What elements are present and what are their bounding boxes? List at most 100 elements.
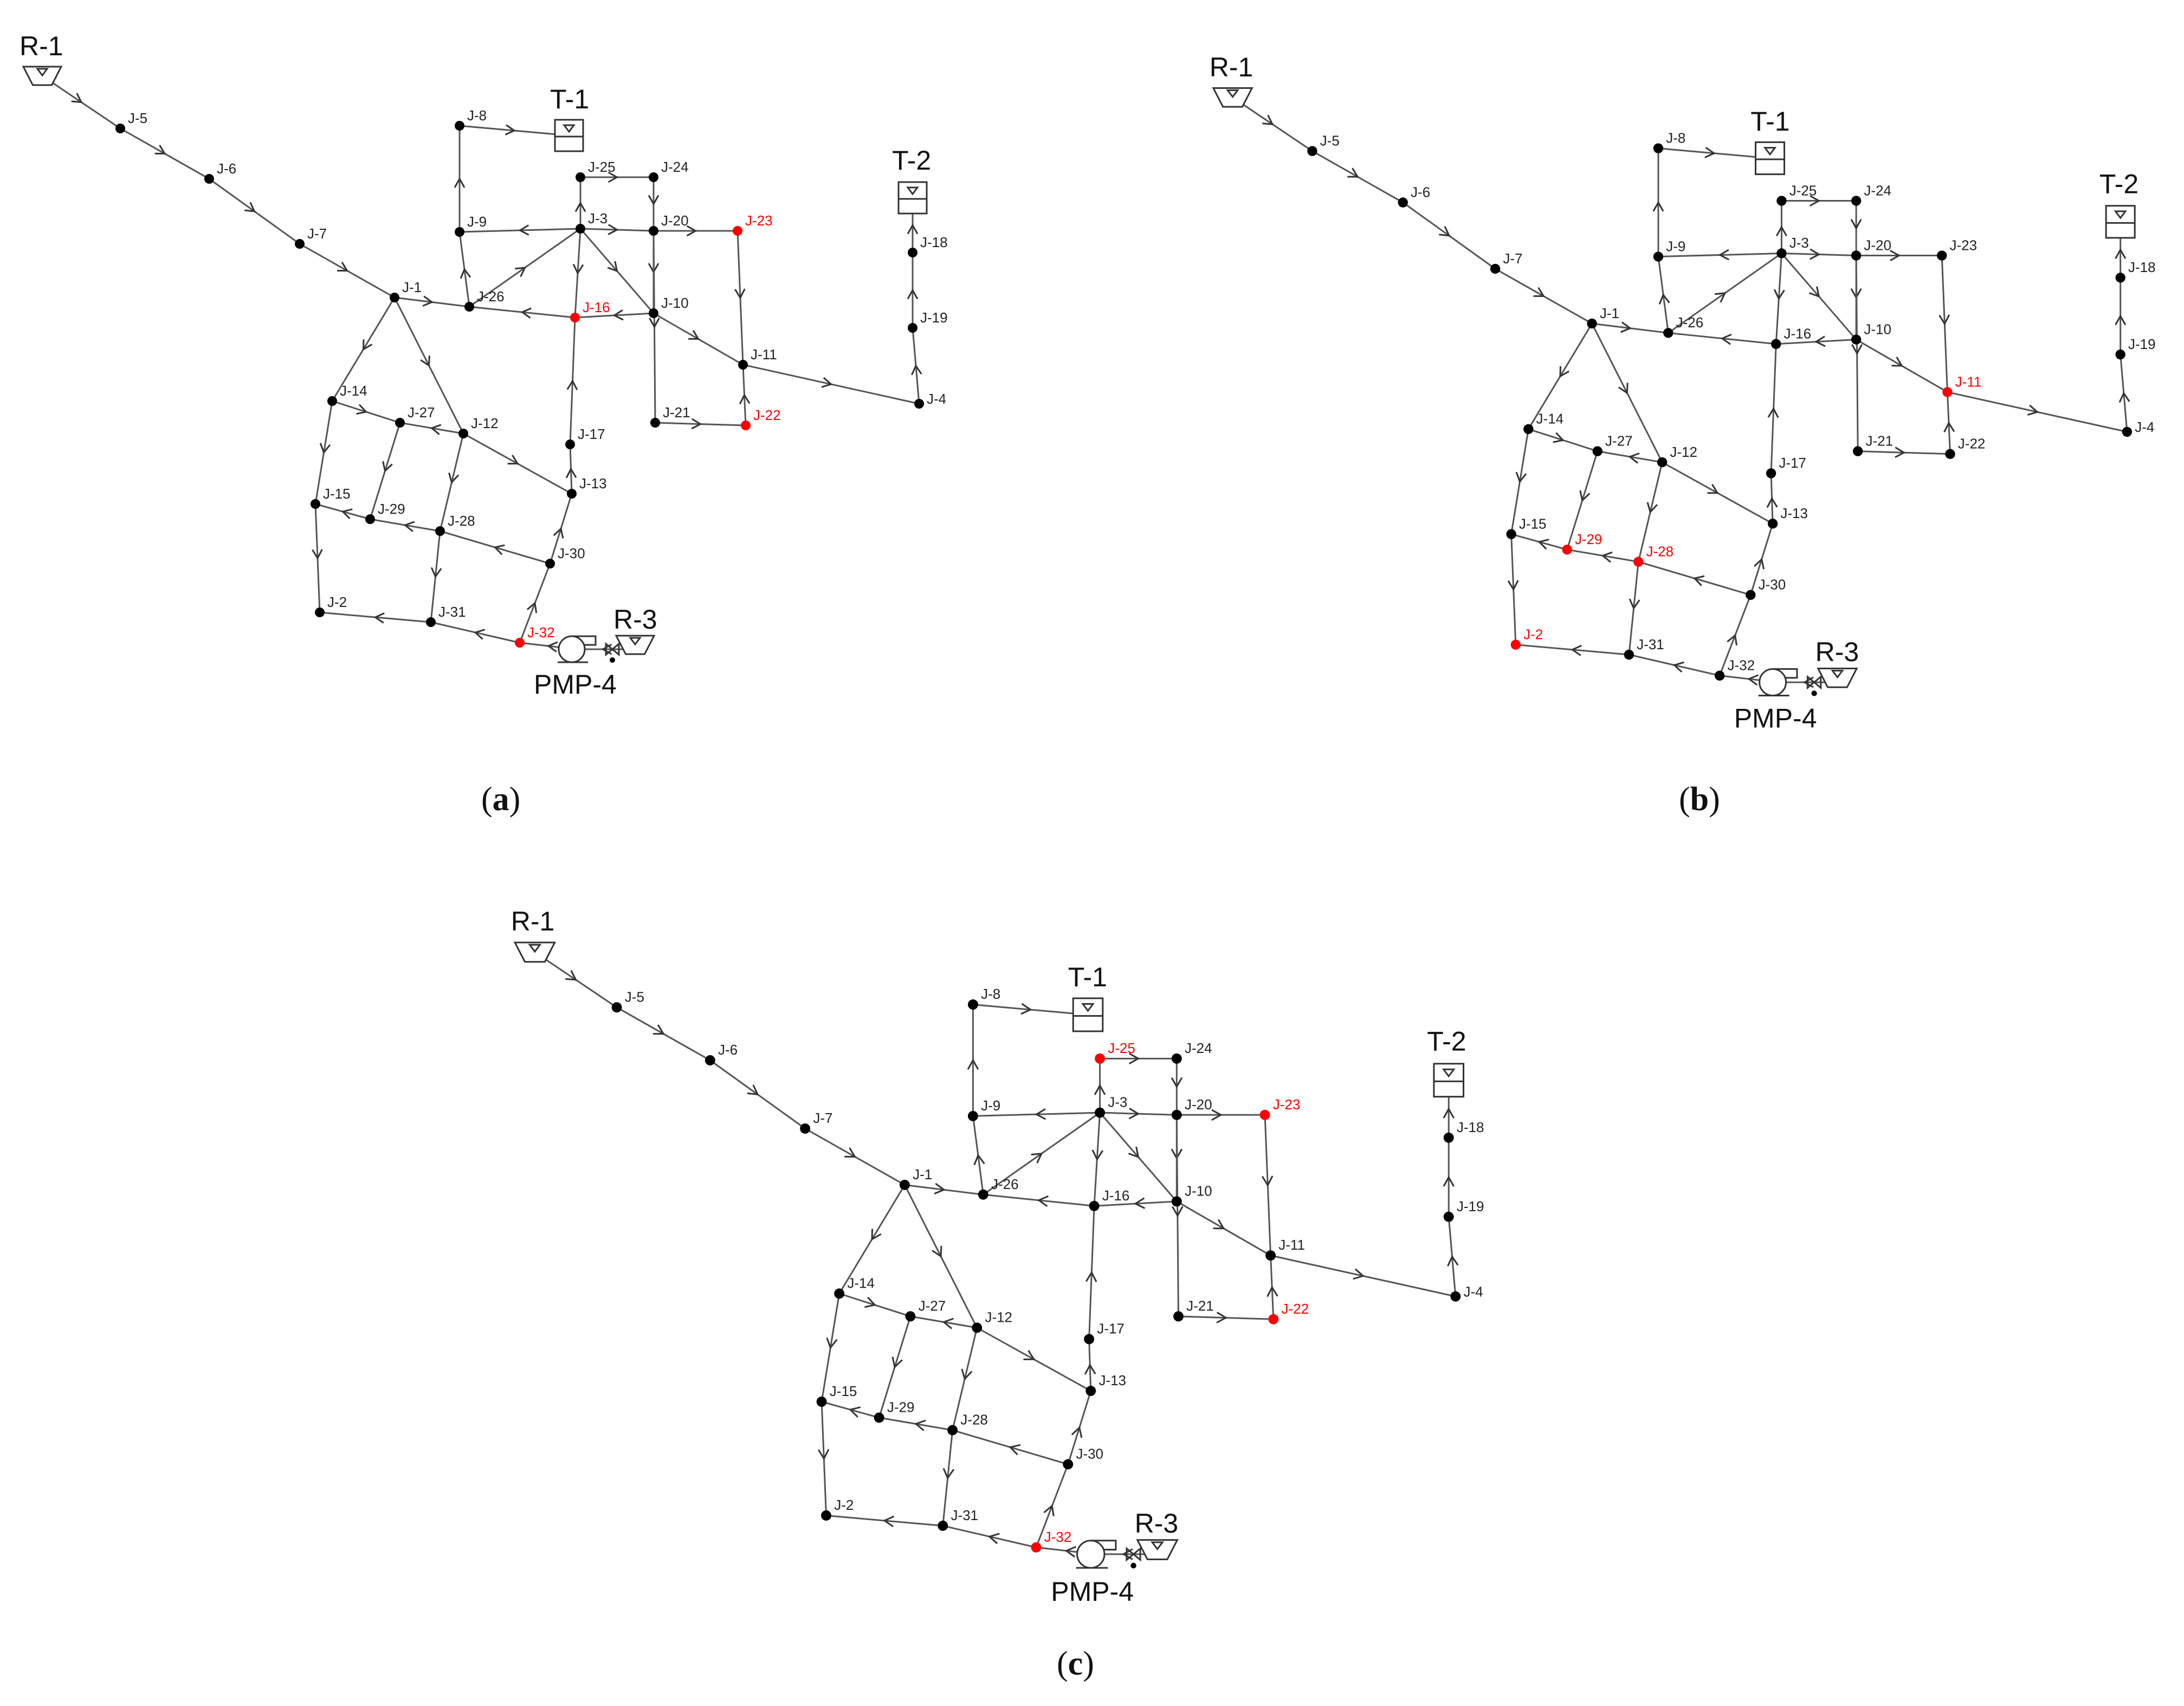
- junction-node: [567, 489, 577, 499]
- junction-label: J-6: [1411, 184, 1430, 200]
- flow-arrow: [1652, 201, 1664, 212]
- junction-node: [741, 421, 751, 430]
- junction-node: [1633, 557, 1644, 567]
- junction-label: J-16: [1784, 326, 1812, 342]
- junction-label: J-8: [981, 986, 1000, 1002]
- junction-label: J-9: [1666, 238, 1685, 254]
- flow-arrow: [1620, 321, 1632, 333]
- facility-label-pmp-4: PMP-4: [534, 669, 617, 700]
- junction-label: J-30: [558, 545, 585, 561]
- junction-label: J-26: [991, 1176, 1019, 1192]
- junction-node: [1766, 468, 1776, 479]
- junction-label: J-19: [2128, 336, 2156, 352]
- junction-node: [464, 302, 474, 312]
- junction-label: J-4: [1464, 1283, 1483, 1300]
- junction-node: [1771, 339, 1781, 349]
- junction-node: [2115, 273, 2125, 283]
- caption-close-paren: ): [1083, 1645, 1094, 1682]
- flow-arrow: [1515, 471, 1527, 483]
- junction-label: J-16: [583, 299, 610, 315]
- junction-node: [1715, 670, 1725, 681]
- junction-node: [1562, 544, 1572, 555]
- junction-label: J-26: [477, 288, 505, 305]
- flow-arrow: [691, 418, 702, 430]
- junction-label: J-15: [830, 1383, 857, 1399]
- water-level-icon: [528, 944, 542, 953]
- junction-label: J-22: [753, 407, 781, 423]
- facility-label-r-1: R-1: [511, 906, 555, 936]
- junction-label: J-10: [661, 295, 689, 311]
- flow-arrow: [844, 1147, 857, 1158]
- junction-node: [1063, 1459, 1074, 1470]
- pump-icon: [1076, 1540, 1106, 1569]
- junction-label: J-13: [1780, 505, 1808, 521]
- junction-node: [1653, 251, 1664, 262]
- valve-node-icon: [1811, 690, 1817, 696]
- junction-node: [311, 499, 320, 509]
- flow-arrow: [1891, 357, 1903, 367]
- flow-arrow: [312, 549, 323, 560]
- water-level-icon: [1151, 1541, 1165, 1550]
- junction-node: [327, 396, 337, 406]
- junction-label: J-29: [887, 1399, 915, 1415]
- flow-arrow: [907, 223, 919, 235]
- flow-arrow: [1658, 293, 1670, 305]
- caption-close-paren: ): [1709, 781, 1720, 818]
- junction-node: [1851, 250, 1862, 261]
- flow-arrow: [1775, 225, 1787, 237]
- facility-label-t-2: T-2: [892, 145, 931, 176]
- water-level-icon: [36, 68, 49, 77]
- junction-node: [650, 418, 660, 428]
- flow-arrow: [607, 261, 618, 273]
- junction-label: J-1: [913, 1166, 932, 1182]
- flow-arrow: [1629, 598, 1640, 610]
- junction-node: [1851, 334, 1862, 345]
- flow-arrow: [739, 393, 751, 405]
- junction-label: J-25: [1108, 1040, 1135, 1056]
- junction-node: [908, 323, 917, 333]
- flow-arrow: [734, 288, 746, 300]
- junction-label: J-11: [1955, 373, 1982, 390]
- junction-label: J-27: [408, 404, 435, 421]
- flow-arrow: [649, 318, 660, 329]
- junction-label: J-31: [438, 604, 466, 620]
- facility-label-r-1: R-1: [1210, 52, 1253, 82]
- flow-arrow: [1895, 447, 1906, 458]
- junction-label: J-32: [1727, 657, 1755, 674]
- water-level-icon: [1831, 670, 1844, 679]
- flow-arrow: [362, 339, 373, 351]
- flow-arrow: [1037, 1195, 1049, 1207]
- junction-label: J-5: [625, 988, 644, 1005]
- junction-node: [978, 1189, 988, 1200]
- junction-node: [1663, 328, 1673, 338]
- junction-node: [1171, 1196, 1182, 1207]
- junction-label: J-17: [1779, 455, 1806, 471]
- flow-arrow: [1128, 1146, 1140, 1159]
- flow-arrow: [1091, 1149, 1104, 1161]
- junction-node: [115, 124, 125, 133]
- junction-node: [204, 174, 214, 184]
- flow-arrow: [914, 1419, 926, 1431]
- junction-node: [816, 1397, 827, 1407]
- flow-arrow: [1810, 195, 1821, 207]
- junction-node: [967, 1110, 978, 1121]
- junction-label: J-25: [588, 159, 616, 175]
- junction-node: [1398, 197, 1408, 208]
- junction-node: [1523, 424, 1534, 434]
- junction-label: J-12: [471, 415, 499, 431]
- flow-arrow: [932, 1245, 942, 1258]
- junction-node: [1942, 387, 1953, 397]
- junction-node: [2115, 349, 2125, 360]
- facility-label-t-2: T-2: [2099, 169, 2138, 199]
- flow-arrow: [1043, 1504, 1055, 1516]
- junction-label: J-6: [718, 1042, 738, 1058]
- flow-arrow: [518, 224, 529, 236]
- flow-arrow: [1213, 1219, 1225, 1230]
- flow-arrow: [608, 171, 619, 183]
- flow-arrow: [1814, 335, 1826, 347]
- junction-node: [455, 227, 464, 237]
- flow-arrow: [1579, 490, 1591, 502]
- junction-node: [1443, 1132, 1454, 1143]
- junction-label: J-23: [745, 212, 773, 229]
- junction-label: J-15: [1519, 515, 1547, 532]
